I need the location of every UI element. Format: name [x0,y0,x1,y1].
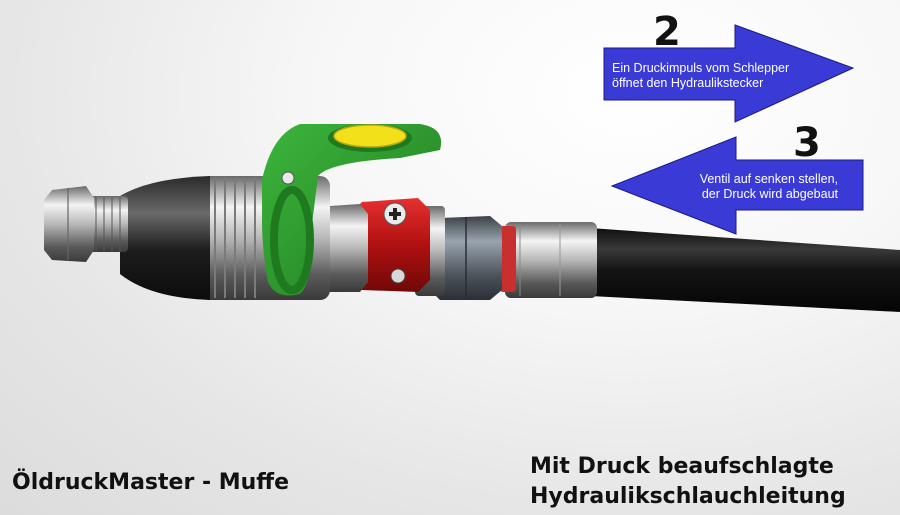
step-3-line-1: Ventil auf senken stellen, [699,172,838,186]
product-caption: ÖldruckMaster - Muffe [12,470,290,495]
step-3-number: 3 [793,120,821,166]
end-nut [44,186,94,262]
threaded-end [88,196,128,252]
step-2-line-1: Ein Druckimpuls vom Schlepper [612,61,790,75]
hose-fitting [500,222,597,298]
arrow-step-2 [603,24,855,123]
arrow-step-3 [610,136,864,235]
step-2-line-2: öffnet den Hydraulikstecker [612,76,764,90]
step-3-line-2: der Druck wird abgebaut [701,187,838,201]
hose-caption-line-1: Mit Druck beaufschlagte [530,454,834,479]
hydraulic-hose [590,228,900,312]
hose-caption-line-2: Hydraulikschlauchleitung [530,484,846,509]
coupling-hex [322,204,368,292]
step-2-number: 2 [653,9,681,55]
step-2-text: Ein Druckimpuls vom Schlepper öffnet den… [612,61,789,91]
step-3-text: Ventil auf senken stellen, der Druck wir… [676,172,838,202]
hose-nut [430,216,502,300]
green-dust-cap [262,124,442,296]
red-valve-block [352,198,430,292]
rubber-grip [120,176,210,300]
hose-caption: Mit Druck beaufschlagte Hydraulikschlauc… [530,452,846,512]
